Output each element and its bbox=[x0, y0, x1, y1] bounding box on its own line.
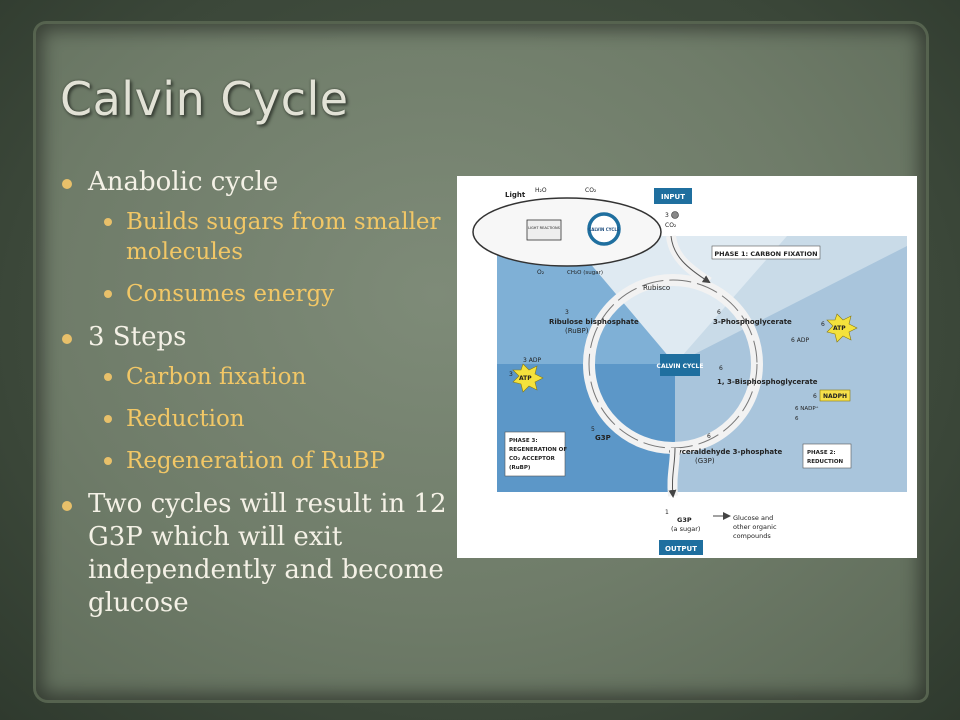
light-label: Light bbox=[505, 191, 526, 199]
adp6-label: 6 ADP bbox=[791, 337, 809, 344]
calvin-center-box bbox=[660, 354, 700, 376]
nadph-box bbox=[819, 389, 851, 402]
atp6-count: 6 bbox=[821, 321, 825, 328]
sub-bullet-consumes-energy: Consumes energy bbox=[88, 279, 452, 309]
output-label: OUTPUT bbox=[665, 545, 697, 553]
mini-calvin-cycle bbox=[587, 212, 621, 246]
rubp-count: 3 bbox=[565, 309, 569, 316]
input-count: 3 bbox=[665, 212, 669, 219]
bullet-list: Anabolic cycle Builds sugars from smalle… bbox=[62, 166, 452, 628]
pi6-label: 6 bbox=[795, 416, 799, 422]
h2o-label: H₂O bbox=[535, 187, 547, 194]
co2-label: CO₂ bbox=[585, 187, 597, 194]
g3p5-label: G3P bbox=[595, 434, 611, 442]
ch2o-label: CH₂O (sugar) bbox=[567, 270, 603, 276]
mini-calvin-label: CALVIN CYCLE bbox=[588, 227, 620, 232]
rubp-label: Ribulose bisphosphate bbox=[549, 318, 639, 326]
phase3-label-box bbox=[504, 431, 566, 477]
g3p5-count: 5 bbox=[591, 426, 595, 433]
bpga-count: 6 bbox=[719, 365, 723, 372]
atp3-label: ATP bbox=[519, 375, 532, 382]
phase2-label-box bbox=[802, 443, 852, 469]
rubp-abbr: (RuBP) bbox=[565, 327, 589, 335]
atp3-count: 3 bbox=[509, 371, 513, 378]
rubisco-label: Rubisco bbox=[643, 284, 670, 292]
atp-burst-icon bbox=[512, 363, 544, 393]
bullet-text: Anabolic cycle bbox=[88, 167, 279, 197]
out-sugar: (a sugar) bbox=[671, 525, 700, 533]
bullet-two-cycles: Two cycles will result in 12 G3P which w… bbox=[62, 488, 452, 620]
gap-count: 6 bbox=[707, 433, 711, 440]
phase3-line2: REGENERATION OF bbox=[509, 447, 567, 453]
output-box bbox=[659, 540, 703, 555]
phase3-line3: CO₂ ACCEPTOR bbox=[509, 456, 556, 462]
bullet-text: 3 Steps bbox=[88, 322, 187, 352]
light-reactions-label: LIGHT REACTIONS bbox=[528, 226, 561, 230]
sub-bullet-list: Builds sugars from smaller molecules Con… bbox=[88, 207, 452, 309]
glucose-line2: other organic bbox=[733, 523, 777, 531]
phase3-line4: (RuBP) bbox=[509, 465, 531, 471]
gap-abbr: (G3P) bbox=[695, 457, 715, 465]
pga-label: 3-Phosphoglycerate bbox=[713, 318, 792, 326]
input-co2: CO₂ bbox=[665, 222, 677, 229]
input-flow-arrow-outline bbox=[670, 235, 711, 284]
atp6-label: ATP bbox=[833, 325, 846, 332]
sub-bullet-list: Carbon fixation Reduction Regeneration o… bbox=[88, 362, 452, 476]
sub-bullet-reduction: Reduction bbox=[88, 404, 452, 434]
diagram-svg: LIGHT REACTIONS CALVIN CYCLE Light H₂O C… bbox=[472, 187, 907, 555]
sub-bullet-regeneration: Regeneration of RuBP bbox=[88, 446, 452, 476]
calvin-cycle-diagram: LIGHT REACTIONS CALVIN CYCLE Light H₂O C… bbox=[457, 176, 917, 558]
sub-bullet-builds-sugars: Builds sugars from smaller molecules bbox=[88, 207, 452, 267]
o2-label: O₂ bbox=[537, 269, 545, 276]
out-g3p: G3P bbox=[677, 516, 692, 524]
input-box bbox=[654, 188, 692, 204]
nadp6-label: 6 NADP⁺ bbox=[795, 405, 819, 412]
pga-count: 6 bbox=[717, 309, 721, 316]
adp3-label: 3 ADP bbox=[523, 357, 541, 364]
phase1-label-box bbox=[711, 245, 821, 260]
phase2-line1: PHASE 2: bbox=[807, 450, 836, 456]
phase1-label: PHASE 1: CARBON FIXATION bbox=[714, 250, 817, 258]
phase1-region bbox=[567, 236, 787, 364]
output-flow-arrow-outline bbox=[668, 447, 677, 498]
glucose-line1: Glucose and bbox=[733, 514, 773, 522]
nadph-label: NADPH bbox=[823, 393, 847, 400]
light-reactions-box bbox=[526, 219, 562, 241]
phase3-line1: PHASE 3: bbox=[509, 438, 538, 444]
chloroplast-outline bbox=[472, 197, 662, 267]
bullet-anabolic-cycle: Anabolic cycle Builds sugars from smalle… bbox=[62, 166, 452, 309]
co2-molecule-icon bbox=[671, 211, 679, 219]
out-count: 1 bbox=[665, 509, 669, 516]
glucose-line3: compounds bbox=[733, 532, 771, 540]
slide-title: Calvin Cycle bbox=[60, 72, 349, 126]
bpga-label: 1, 3-Bisphosphoglycerate bbox=[717, 378, 818, 386]
input-label: INPUT bbox=[661, 193, 685, 201]
atp-burst-icon bbox=[826, 313, 858, 343]
phase2-line2: REDUCTION bbox=[807, 459, 844, 465]
gap-label: Glyceraldehyde 3-phosphate bbox=[669, 448, 782, 456]
nadph6-count: 6 bbox=[813, 393, 817, 400]
calvin-center-label: CALVIN CYCLE bbox=[657, 363, 704, 370]
bullet-3-steps: 3 Steps Carbon fixation Reduction Regene… bbox=[62, 321, 452, 476]
sub-bullet-carbon-fixation: Carbon fixation bbox=[88, 362, 452, 392]
